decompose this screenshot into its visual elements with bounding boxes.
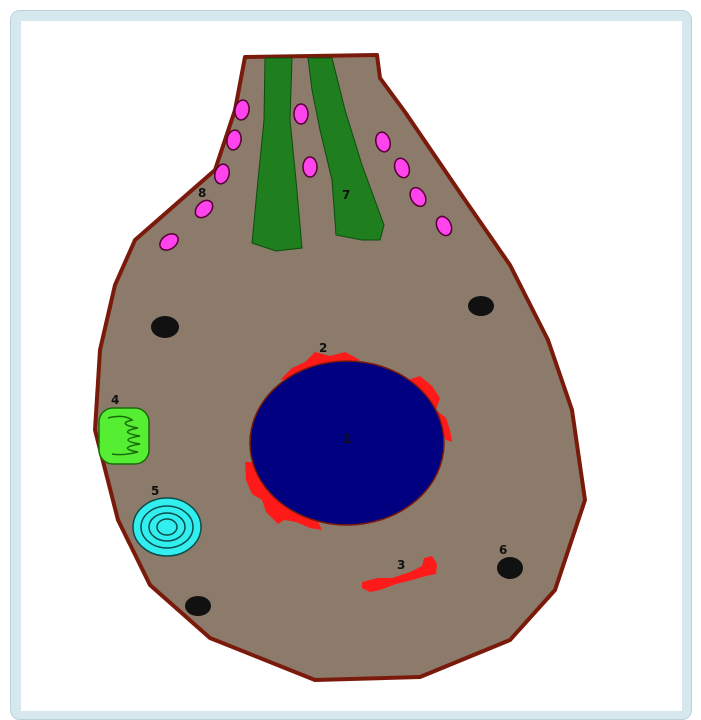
granule	[303, 157, 317, 177]
vesicle	[468, 296, 494, 316]
label-secretory-granule: 8	[198, 186, 206, 200]
label-golgi: 5	[151, 484, 159, 498]
label-smooth-er: 3	[397, 558, 405, 572]
vesicle	[151, 316, 179, 338]
vesicle	[497, 557, 523, 579]
label-mitochondrion: 4	[111, 393, 119, 407]
label-microvilli: 7	[342, 188, 350, 202]
label-nucleus: 1	[343, 432, 351, 446]
vesicle	[185, 596, 211, 616]
mitochondrion	[99, 408, 149, 464]
label-rough-er: 2	[319, 341, 327, 355]
label-vesicle: 6	[499, 543, 507, 557]
golgi-apparatus	[133, 498, 201, 556]
granule	[294, 104, 308, 124]
